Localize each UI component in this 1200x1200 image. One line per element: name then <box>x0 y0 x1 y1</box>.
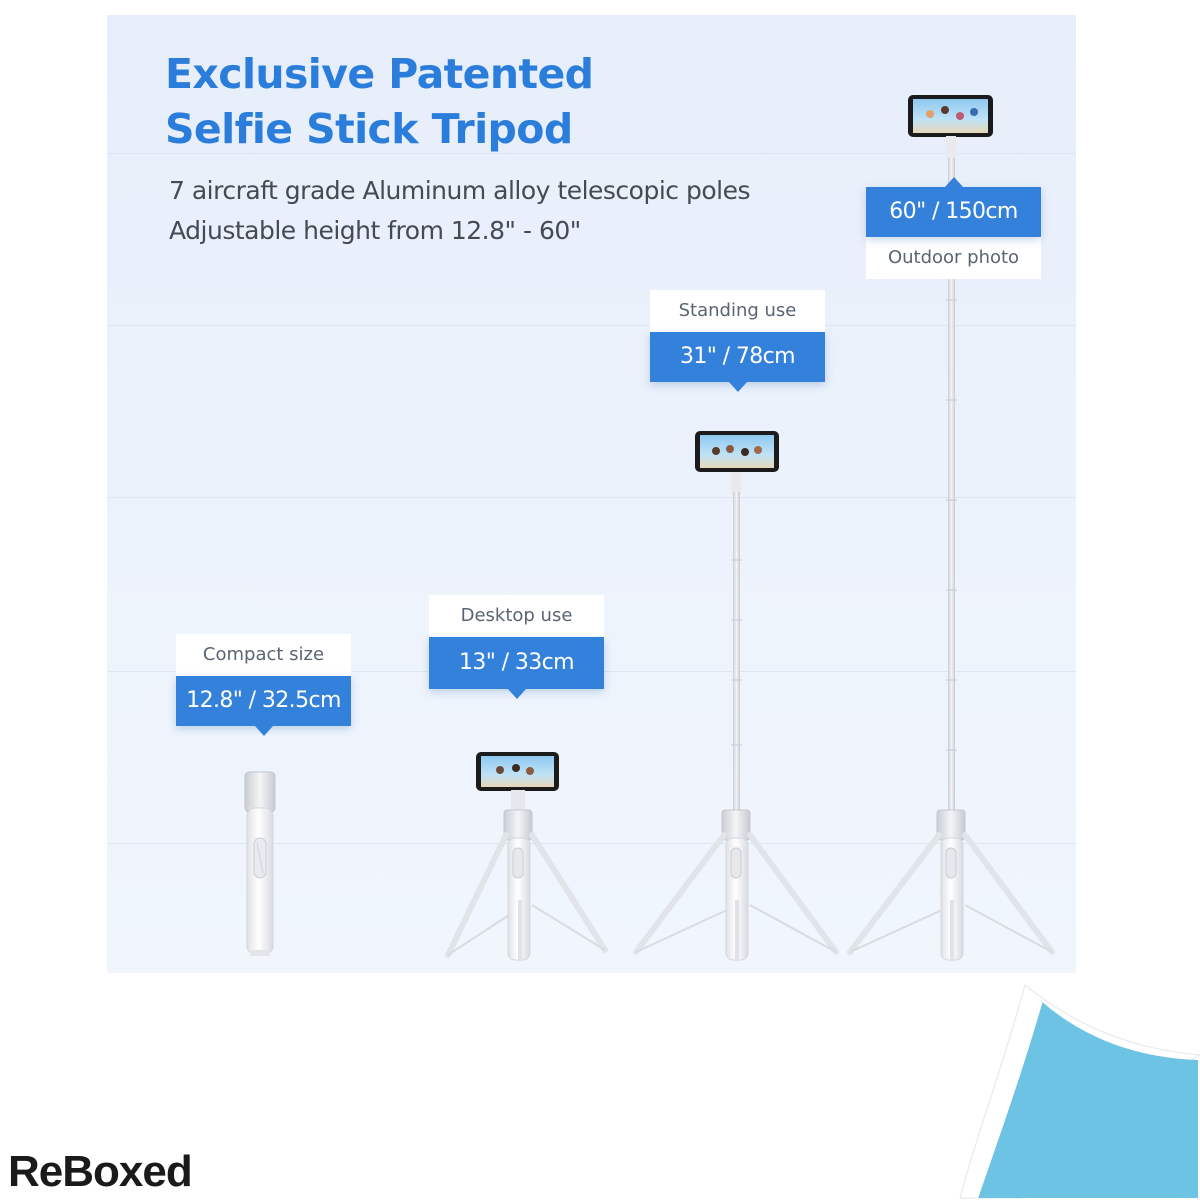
headline-line-2: Selfie Stick Tripod <box>165 105 573 153</box>
callout-outdoor-size: 60" / 150cm <box>866 177 1041 237</box>
headline-line-1: Exclusive Patented <box>165 50 594 98</box>
compact-selfie-stick <box>244 771 276 956</box>
standing-tripod <box>633 431 839 961</box>
grid-line <box>107 325 1076 326</box>
callout-outdoor: 60" / 150cm Outdoor photo <box>866 177 1041 279</box>
callout-compact: Compact size 12.8" / 32.5cm <box>176 634 351 736</box>
grid-line <box>107 497 1076 498</box>
callout-standing: Standing use 31" / 78cm <box>650 290 825 392</box>
callout-desktop-label: Desktop use <box>429 595 604 637</box>
callout-compact-size: 12.8" / 32.5cm <box>176 676 351 736</box>
reboxed-logo: ReBoxed <box>8 1147 193 1196</box>
grid-line <box>107 843 1076 844</box>
desktop-tripod <box>445 752 608 961</box>
headline: Exclusive Patented Selfie Stick Tripod <box>165 47 594 157</box>
callout-desktop: Desktop use 13" / 33cm <box>429 595 604 699</box>
callout-compact-label: Compact size <box>176 634 351 676</box>
outdoor-tripod <box>847 95 1055 961</box>
grid-line <box>107 153 1076 154</box>
callout-standing-size: 31" / 78cm <box>650 332 825 392</box>
feature-line-height: Adjustable height from 12.8" - 60" <box>169 216 581 245</box>
feature-line-poles: 7 aircraft grade Aluminum alloy telescop… <box>169 176 751 205</box>
tripod-illustration <box>244 95 1055 961</box>
feature-text: 7 aircraft grade Aluminum alloy telescop… <box>169 171 751 251</box>
callout-outdoor-label: Outdoor photo <box>866 237 1041 279</box>
callout-standing-label: Standing use <box>650 290 825 332</box>
callout-desktop-size: 13" / 33cm <box>429 637 604 699</box>
